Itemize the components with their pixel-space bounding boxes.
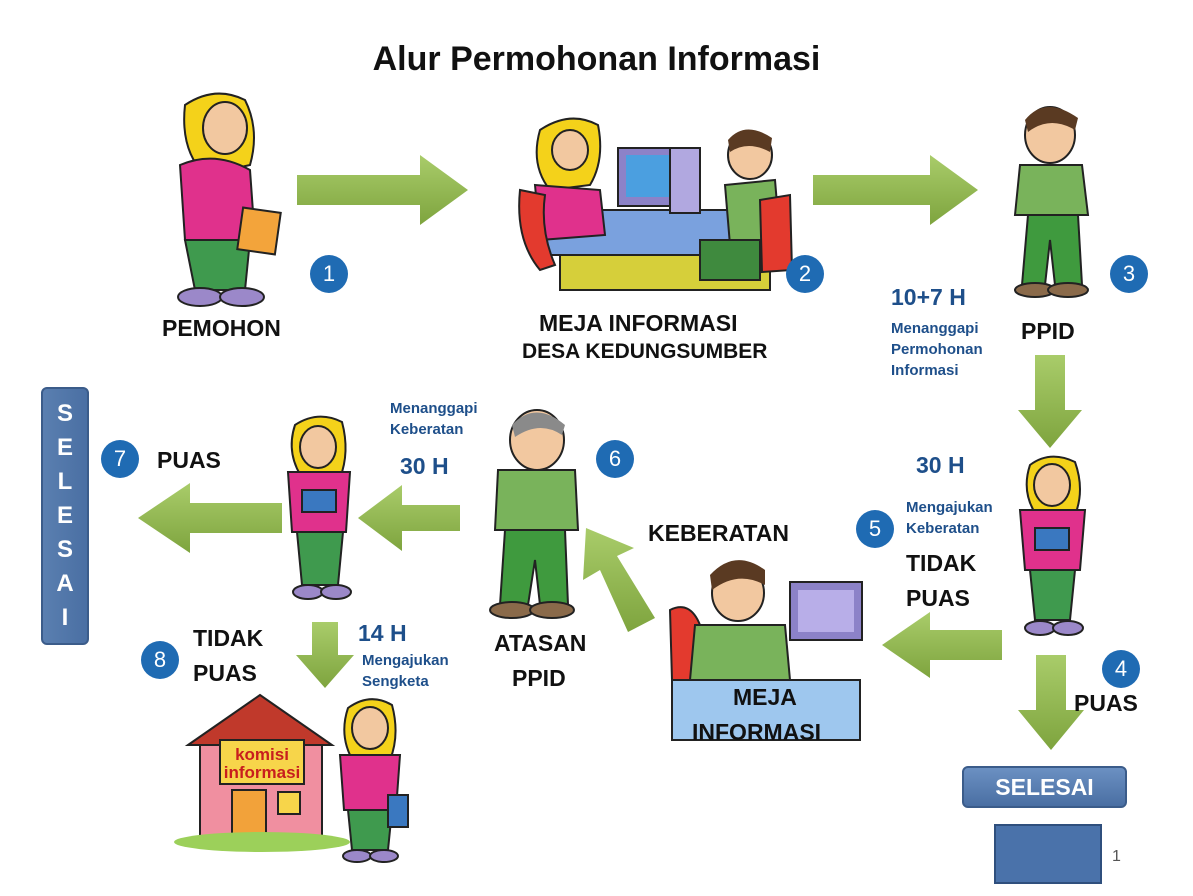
step-badge-7: 7: [101, 440, 139, 478]
step-badge-8: 8: [141, 641, 179, 679]
days-sengketa: 14 H: [358, 620, 407, 646]
ppid-note: Menanggapi Permohonan Informasi: [891, 320, 983, 379]
label-atasan-ppid: PPID: [512, 665, 566, 691]
puas-4-label: PUAS: [1074, 690, 1138, 716]
arrow-pemohon-to-meja: [297, 155, 468, 225]
label-meja-box-2: INFORMASI: [692, 719, 822, 745]
selesai-letter: E: [56, 502, 73, 529]
puas-label: PUAS: [906, 585, 970, 611]
komisi-informasi-house-illustration: [174, 693, 350, 852]
diagram-title: Alur Permohonan Informasi: [372, 40, 821, 78]
step-badge-2: 2: [786, 255, 824, 293]
arrow-meja-to-atasan: [583, 528, 655, 632]
ppid-illustration: [1013, 106, 1090, 298]
arrow-atasan-to-pemohon: [358, 485, 460, 551]
arrow-meja-to-ppid: [813, 155, 978, 225]
komisi-sign-line1: komisi: [235, 745, 289, 764]
label-ppid: PPID: [1021, 318, 1075, 344]
arrow-to-selesai-left: [138, 483, 282, 553]
step-badge-4: 4: [1102, 650, 1140, 688]
step-badge-6: 6: [596, 440, 634, 478]
meja-informasi-illustration: [518, 117, 794, 291]
keberatan-note: Mengajukan Keberatan: [906, 499, 993, 537]
selesai-letter: L: [57, 468, 73, 495]
days-atasan: 30 H: [400, 453, 449, 479]
pemohon-illustration: [177, 92, 282, 307]
label-desa: DESA KEDUNGSUMBER: [522, 340, 768, 363]
selesai-letter: E: [56, 434, 73, 461]
puas-7-label: PUAS: [157, 447, 221, 473]
pemohon-bottom-illustration: [338, 698, 409, 863]
label-pemohon: PEMOHON: [162, 315, 281, 341]
label-meja-box-1: MEJA: [733, 684, 797, 710]
keberatan-label: KEBERATAN: [648, 520, 789, 546]
komisi-sign-line2: informasi: [223, 763, 301, 782]
blank-blue-box: [994, 824, 1102, 884]
step-badge-3: 3: [1110, 255, 1148, 293]
page-number: 1: [1112, 848, 1121, 865]
step-badge-1: 1: [310, 255, 348, 293]
selesai-vertical-block: S E L E S A I: [41, 387, 89, 645]
days-keberatan: 30 H: [916, 452, 965, 478]
menanggapi-keberatan-note: Menanggapi Keberatan: [390, 400, 478, 438]
days-ppid: 10+7 H: [891, 284, 966, 310]
tidak-label: TIDAK: [906, 550, 977, 576]
arrow-pemohon-down: [296, 622, 354, 688]
selesai-letter: S: [56, 400, 73, 427]
meja-informasi-box-illustration: [668, 560, 863, 741]
atasan-ppid-illustration: [489, 409, 580, 619]
step-badge-5: 5: [856, 510, 894, 548]
pemohon-left-illustration: [286, 415, 352, 600]
arrow-to-meja-box: [882, 612, 1002, 678]
sengketa-note: Mengajukan Sengketa: [362, 652, 449, 690]
selesai-letter: A: [56, 570, 74, 597]
pemohon-right-illustration: [1018, 455, 1087, 636]
selesai-letter: I: [61, 604, 69, 631]
label-meja-informasi: MEJA INFORMASI: [539, 310, 738, 336]
puas-8-label: PUAS: [193, 660, 257, 686]
tidak-8-label: TIDAK: [193, 625, 264, 651]
arrow-down-to-selesai: [1018, 655, 1084, 750]
komisi-sign: komisi informasi: [222, 746, 302, 782]
arrow-ppid-down: [1018, 355, 1082, 448]
selesai-box: SELESAI: [962, 766, 1127, 808]
selesai-letter: S: [56, 536, 73, 563]
label-atasan: ATASAN: [494, 630, 587, 656]
